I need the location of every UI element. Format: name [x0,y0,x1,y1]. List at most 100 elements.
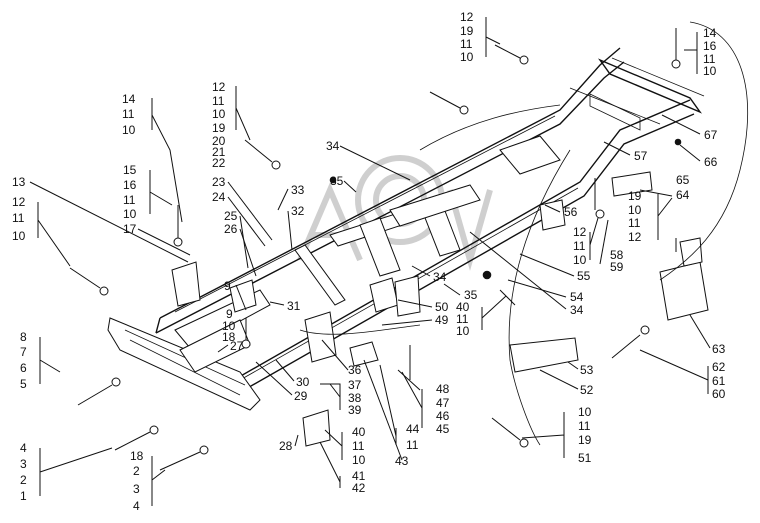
callout: 53 [580,363,594,377]
callout: 66 [704,155,718,169]
callout: 11 [703,52,716,66]
callout: 2 [20,473,27,487]
callout: 65 [676,173,690,187]
callout: 33 [291,183,305,197]
callout: 63 [712,342,726,356]
callout: 30 [296,375,310,389]
callout: 11 [406,438,419,452]
callout: 10 [456,324,470,338]
callout: 19 [460,24,474,38]
callout: 10 [573,253,587,267]
callout: 51 [578,451,592,465]
callout: 54 [570,290,584,304]
callout: 24 [212,190,226,204]
callout: 10 [222,319,236,333]
callout: 40 [456,300,470,314]
callout: 23 [212,175,226,189]
callout: 26 [224,222,238,236]
callout: 60 [712,387,726,401]
callout: 17 [123,222,137,236]
leader-lines [29,17,711,506]
callout: 15 [123,163,137,177]
callout: 10 [123,207,137,221]
callout: 44 [406,422,420,436]
callout: 19 [578,433,592,447]
callout: 10 [352,453,366,467]
callout: 39 [348,403,362,417]
callout: 10 [12,229,26,243]
frame-crossmembers [294,135,561,306]
callout: 55 [577,269,591,283]
callout: 45 [436,422,450,436]
callout: 48 [436,382,450,396]
callout: 27 [230,339,244,353]
callout: 58 [610,248,624,262]
callout: 61 [712,374,726,388]
callout: 16 [703,39,717,53]
callout: 31 [287,299,301,313]
callout: 25 [224,209,238,223]
callout: 34 [326,139,340,153]
callout: 11 [122,107,135,121]
callout: 4 [20,441,27,455]
callout: 28 [279,439,293,453]
callout: 16 [123,178,137,192]
frame-rear-crossmember [569,57,705,131]
callout: 42 [352,481,366,495]
callout: 59 [610,260,624,274]
callout: 57 [634,149,648,163]
callout-labels: 12 19 11 10 14 16 11 10 12 11 10 19 20 2… [12,10,726,513]
callout: 8 [20,330,27,344]
callout: 35 [330,174,344,188]
wiring-harness [299,21,749,446]
callout: 49 [435,313,449,327]
callout: 21 [212,145,226,159]
callout: 41 [352,469,366,483]
callout: 10 [460,50,474,64]
callout: 7 [20,345,27,359]
callout: 50 [435,300,449,314]
callout: 34 [570,303,584,317]
callout: 12 [628,230,642,244]
callout: 22 [212,156,226,170]
callout: 12 [460,10,474,24]
callout: 6 [20,361,27,375]
callout: 35 [464,288,478,302]
callout: 32 [291,204,305,218]
callout: 47 [436,396,450,410]
callout: 64 [676,188,690,202]
callout: 37 [348,378,362,392]
callout: 9 [226,307,233,321]
callout: 11 [573,239,586,253]
callout: 14 [703,26,717,40]
callout: 19 [212,121,226,135]
callout: 1 [20,489,27,503]
callout: 10 [628,203,642,217]
callout: 10 [578,405,592,419]
callout: 36 [348,363,362,377]
callout: 11 [352,439,365,453]
callout: 10 [212,107,226,121]
front-bumper [107,317,261,411]
callout: 29 [294,389,308,403]
callout: 3 [133,482,140,496]
callout: 4 [133,499,140,513]
callout: 5 [20,377,27,391]
callout: 40 [352,425,366,439]
callout: 11 [460,37,473,51]
callout: 11 [628,216,641,230]
callout: 38 [348,391,362,405]
callout: 52 [580,383,594,397]
callout: 46 [436,409,450,423]
fasteners [69,28,682,471]
callout: 12 [573,225,587,239]
callout: 18 [222,330,236,344]
callout: 3 [20,457,27,471]
callout: 18 [130,449,144,463]
brackets-and-mounts [171,171,709,447]
callout: 9 [224,279,231,293]
callout: 11 [123,193,136,207]
callout: 14 [122,92,136,106]
callout: 10 [703,64,717,78]
